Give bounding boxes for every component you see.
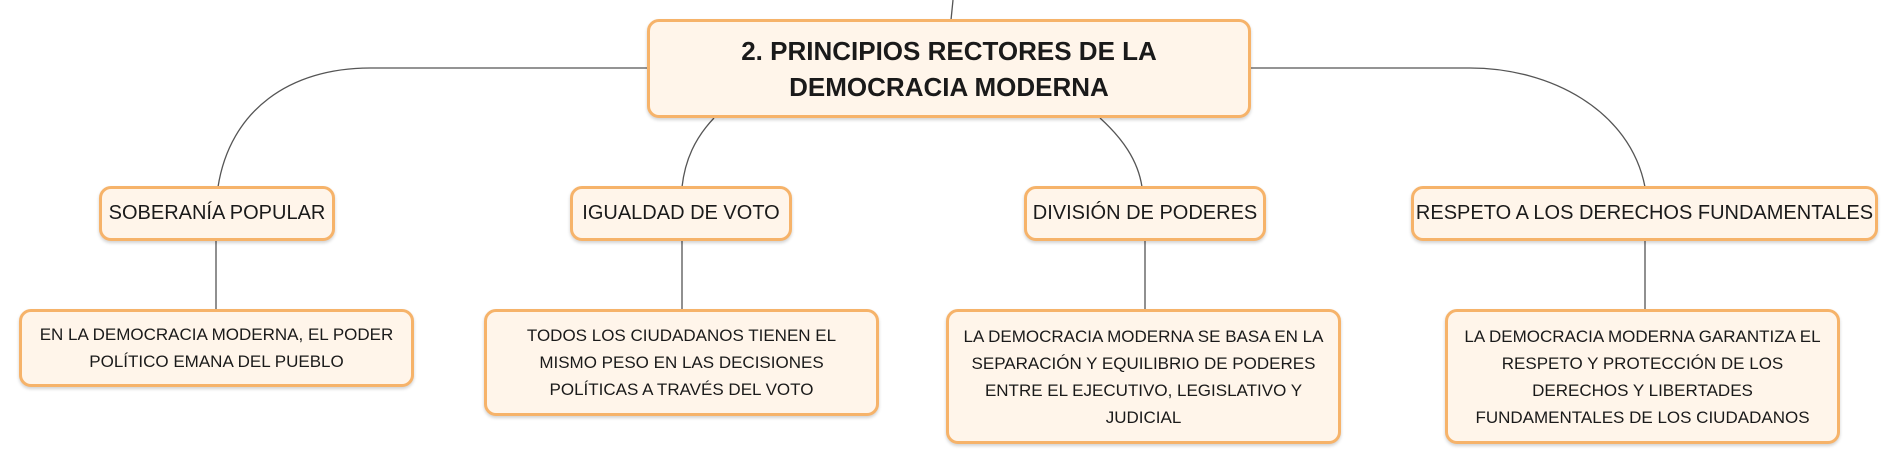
detail-text: EN LA DEMOCRACIA MODERNA, EL PODER POLÍT… bbox=[39, 325, 394, 371]
branch-label: DIVISIÓN DE PODERES bbox=[1032, 202, 1258, 224]
detail-text: TODOS LOS CIUDADANOS TIENEN EL MISMO PES… bbox=[526, 326, 837, 399]
root-node[interactable]: 2. PRINCIPIOS RECTORES DE LA DEMOCRACIA … bbox=[647, 19, 1251, 118]
branch-label: SOBERANÍA POPULAR bbox=[108, 202, 326, 224]
connector-root-division bbox=[1099, 117, 1143, 188]
branch-label: RESPETO A LOS DERECHOS FUNDAMENTALES bbox=[1415, 202, 1874, 224]
branch-igualdad-de-voto[interactable]: IGUALDAD DE VOTO bbox=[570, 186, 792, 241]
branch-respeto-derechos[interactable]: RESPETO A LOS DERECHOS FUNDAMENTALES bbox=[1411, 186, 1878, 241]
detail-text: LA DEMOCRACIA MODERNA GARANTIZA EL RESPE… bbox=[1464, 326, 1821, 427]
detail-igualdad-de-voto[interactable]: TODOS LOS CIUDADANOS TIENEN EL MISMO PES… bbox=[484, 309, 879, 416]
detail-text: LA DEMOCRACIA MODERNA SE BASA EN LA SEPA… bbox=[963, 326, 1324, 427]
detail-division-de-poderes[interactable]: LA DEMOCRACIA MODERNA SE BASA EN LA SEPA… bbox=[946, 309, 1341, 444]
branch-division-de-poderes[interactable]: DIVISIÓN DE PODERES bbox=[1024, 186, 1266, 241]
connector-root-igualdad bbox=[681, 117, 715, 188]
root-node-label: 2. PRINCIPIOS RECTORES DE LA DEMOCRACIA … bbox=[741, 35, 1157, 102]
detail-soberania-popular[interactable]: EN LA DEMOCRACIA MODERNA, EL PODER POLÍT… bbox=[19, 309, 414, 387]
detail-respeto-derechos[interactable]: LA DEMOCRACIA MODERNA GARANTIZA EL RESPE… bbox=[1445, 309, 1840, 444]
connector-root-respeto bbox=[1250, 67, 1646, 188]
connector-top bbox=[950, 0, 954, 21]
branch-label: IGUALDAD DE VOTO bbox=[582, 202, 780, 224]
branch-soberania-popular[interactable]: SOBERANÍA POPULAR bbox=[99, 186, 335, 241]
connector-root-soberania bbox=[217, 67, 648, 188]
